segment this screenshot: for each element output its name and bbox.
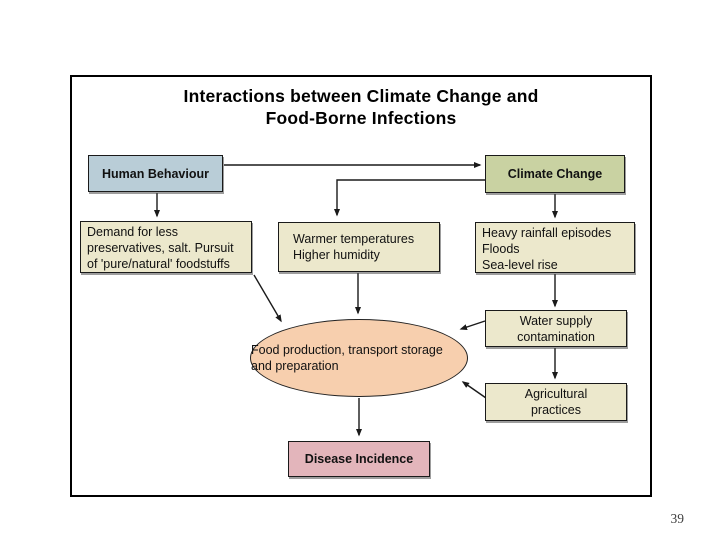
- node-demand-line1: Demand for less: [87, 225, 179, 239]
- diagram-title-line1: Interactions between Climate Change and: [183, 86, 539, 106]
- node-agricultural-line2: practices: [530, 403, 582, 417]
- diagram-title: Interactions between Climate Change and …: [70, 85, 652, 129]
- node-demand-line3: of 'pure/natural' foodstuffs: [87, 257, 230, 271]
- node-disease-incidence: Disease Incidence: [288, 441, 430, 477]
- node-water-supply-line1: Water supply: [519, 313, 593, 328]
- node-agricultural-line1: Agricultural: [524, 387, 588, 401]
- node-heavy-rainfall-line3: Sea-level rise: [482, 258, 558, 272]
- node-warmer-line1: Warmer temperatures: [293, 232, 415, 246]
- node-climate-change: Climate Change: [485, 155, 625, 193]
- node-food-production-ellipse: Food production, transport storage and p…: [250, 319, 468, 397]
- node-heavy-rainfall-line2: Floods: [482, 242, 520, 256]
- node-human-behaviour-label: Human Behaviour: [102, 166, 209, 181]
- node-food-production-line1: Food production, transport: [251, 342, 398, 357]
- node-demand-line2: preservatives, salt. Pursuit: [87, 241, 234, 255]
- node-human-behaviour: Human Behaviour: [88, 155, 223, 192]
- node-heavy-rainfall-line1: Heavy rainfall episodes: [482, 226, 612, 240]
- diagram-title-line2: Food-Borne Infections: [265, 108, 457, 128]
- slide-page-number: 39: [670, 511, 685, 526]
- node-heavy-rainfall: Heavy rainfall episodes Floods Sea-level…: [475, 222, 635, 273]
- node-demand-for-less-preservatives: Demand for less preservatives, salt. Pur…: [80, 221, 252, 273]
- node-disease-incidence-label: Disease Incidence: [304, 452, 414, 466]
- node-warmer-temperatures: Warmer temperatures Higher humidity: [278, 222, 440, 272]
- node-warmer-line2: Higher humidity: [293, 248, 380, 262]
- node-agricultural-practices: Agricultural practices: [485, 383, 627, 421]
- node-water-supply-line2: contamination: [517, 329, 595, 344]
- diagram-frame: [70, 75, 652, 497]
- node-climate-change-label: Climate Change: [507, 167, 603, 181]
- node-water-supply-contamination: Water supply contamination: [485, 310, 627, 347]
- node-food-production-line2: storage and preparation: [251, 342, 443, 374]
